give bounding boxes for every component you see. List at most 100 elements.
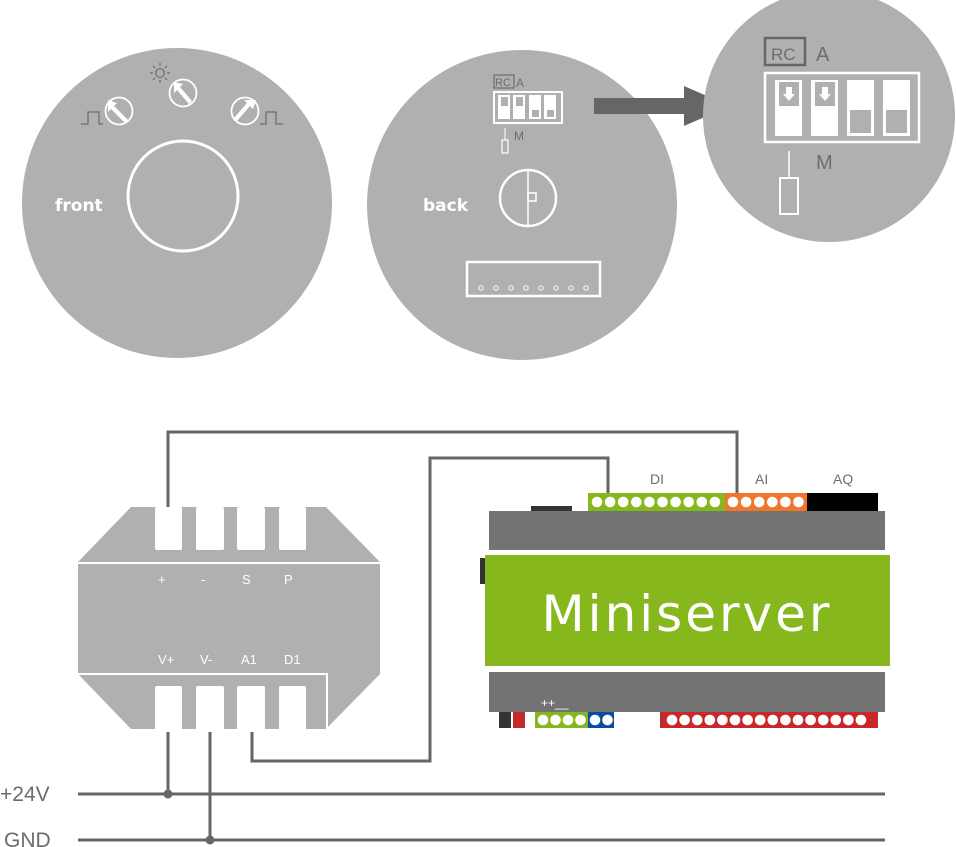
- terminal-label-s: S: [242, 572, 251, 587]
- di-pin: [617, 496, 629, 508]
- terminal-slot: [155, 686, 182, 731]
- pulse-icon: [260, 111, 283, 125]
- detail-a-label: A: [816, 44, 830, 66]
- ai-pin: [740, 496, 752, 508]
- ai-pin: [780, 496, 791, 508]
- ai-pin: [727, 496, 739, 508]
- back-connector-pins: [478, 285, 589, 291]
- dip-switch-1: [775, 80, 802, 136]
- di-pin: [631, 496, 642, 508]
- bus-pin: [589, 714, 601, 726]
- connector-pin: [568, 285, 574, 291]
- bus-pin: [537, 714, 549, 726]
- terminal-label-vminus: V-: [200, 652, 212, 667]
- wire-sensor-plus-to-ai: [166, 430, 739, 507]
- terminal-slot: [155, 507, 182, 550]
- detail-dip-frame: [763, 71, 921, 144]
- di-label: DI: [650, 471, 664, 487]
- aq-label: AQ: [833, 471, 853, 487]
- power-terminal-black: [499, 712, 511, 728]
- back-connector: [465, 260, 602, 298]
- bus-pin: [575, 714, 586, 726]
- knob-icon: [230, 96, 260, 126]
- output-pin: [691, 714, 703, 726]
- output-pin: [717, 714, 728, 726]
- terminal-slot: [237, 507, 265, 550]
- output-pin: [792, 714, 804, 726]
- dip-switch-3: [847, 80, 874, 136]
- terminal-label-minus: -: [201, 572, 205, 587]
- top-clip: [531, 506, 572, 512]
- miniserver: DI AI AQ Miniserver ++__: [480, 471, 890, 728]
- ai-pin: [793, 496, 804, 508]
- connector-pin: [493, 285, 499, 291]
- terminal-label-p: P: [284, 572, 293, 587]
- terminal-slot: [196, 686, 224, 731]
- wire-a1-to-di: [250, 456, 610, 763]
- aq-terminal-block: [807, 493, 878, 511]
- back-view: back RC A M: [367, 50, 677, 360]
- output-pin: [830, 714, 842, 726]
- side-latch: [480, 558, 486, 584]
- output-pin: [754, 714, 766, 726]
- output-pin: [805, 714, 816, 726]
- ai-pin: [767, 496, 778, 508]
- detail-jumper: [779, 177, 799, 215]
- output-pin: [855, 714, 867, 726]
- back-m-label: M: [514, 129, 524, 143]
- bus-terminal-green: [535, 712, 588, 728]
- output-pin: [704, 714, 716, 726]
- terminal-label-vplus: V+: [158, 652, 174, 667]
- di-pin: [709, 496, 721, 508]
- bus-pin: [550, 714, 561, 726]
- knob-icon: [168, 78, 198, 108]
- bus-pin: [562, 714, 574, 726]
- di-pin: [604, 496, 616, 508]
- output-pin: [767, 714, 779, 726]
- junction-dot: [205, 835, 215, 845]
- output-pin: [843, 714, 854, 726]
- knob-icon: [104, 96, 134, 126]
- bus-pin: [602, 714, 613, 726]
- di-pin: [683, 496, 694, 508]
- di-pin: [657, 496, 668, 508]
- connector-pin: [478, 285, 484, 291]
- ai-label: AI: [755, 471, 768, 487]
- output-pin: [729, 714, 741, 726]
- connector-pin: [553, 285, 559, 291]
- di-pin: [670, 496, 681, 508]
- connector-pin: [583, 285, 589, 291]
- connector-pin: [508, 285, 514, 291]
- back-socket: [498, 168, 558, 228]
- di-pin: [591, 496, 603, 508]
- back-rc-label: RC: [495, 77, 511, 89]
- terminal-label-d1: D1: [284, 652, 301, 667]
- front-disc: [22, 48, 332, 358]
- miniserver-bottom-rail: [489, 672, 885, 712]
- back-label: back: [423, 196, 469, 216]
- connector-pin: [523, 285, 529, 291]
- di-pin: [644, 496, 655, 508]
- bus-24v-label: +24V: [0, 783, 50, 806]
- detail-rc-box: [763, 36, 807, 67]
- back-dip-switch: [493, 91, 563, 124]
- dip-switch-2: [811, 80, 838, 136]
- back-jumper: [501, 139, 509, 154]
- terminal-slot: [279, 686, 306, 731]
- sensor-device: + - S P V+ V- A1 D1: [78, 507, 380, 731]
- sun-icon: [150, 63, 170, 83]
- terminal-label-a1: A1: [241, 652, 257, 667]
- terminal-slot: [279, 507, 306, 550]
- bus-gnd-label: GND: [4, 829, 51, 847]
- junction-dot: [163, 789, 173, 799]
- front-view: front: [22, 48, 332, 358]
- output-pin: [666, 714, 678, 726]
- connector-pin: [538, 285, 544, 291]
- rc-box: [493, 74, 515, 89]
- miniserver-top-rail: [489, 511, 885, 550]
- output-pin: [780, 714, 791, 726]
- front-center-ring: [126, 139, 240, 253]
- ai-pin: [753, 496, 765, 508]
- power-terminal-red: [513, 712, 525, 728]
- terminal-slot: [237, 686, 265, 731]
